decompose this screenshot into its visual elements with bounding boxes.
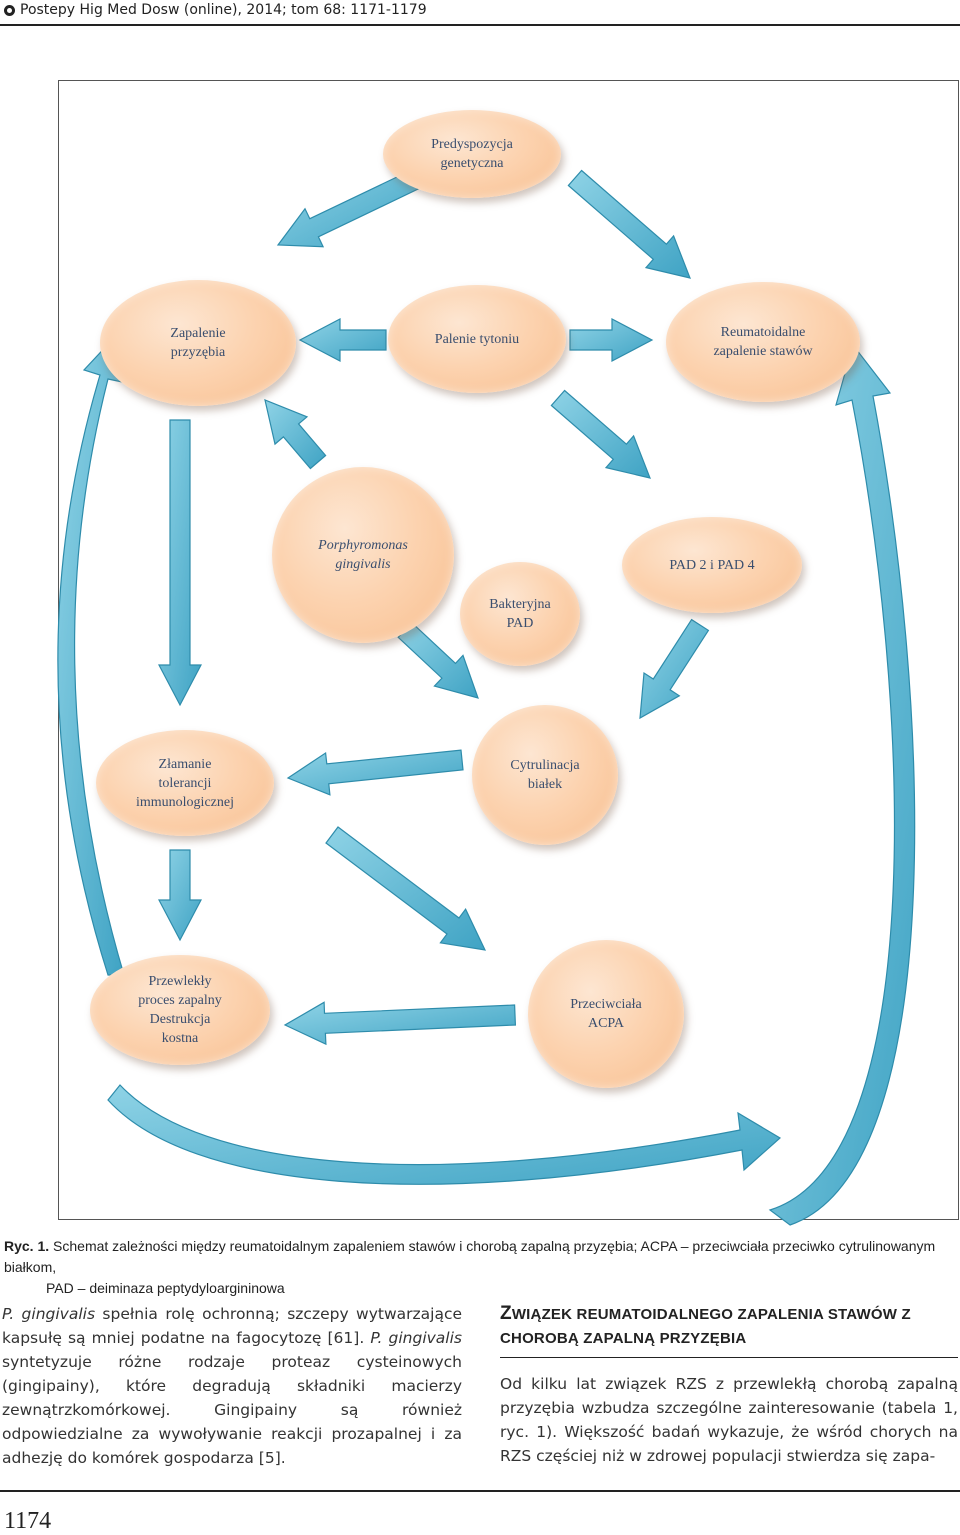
- node-zlamanie-tolerancji: Złamanie tolerancji immunologicznej: [96, 730, 274, 836]
- node-palenie-tytoniu: Palenie tytoniu: [388, 285, 566, 393]
- node-pad-2-i-pad-4: PAD 2 i PAD 4: [622, 517, 802, 613]
- node-bakteryjna-pad: Bakteryjna PAD: [460, 562, 580, 666]
- caption-line-2: PAD – deiminaza peptydyloargininowa: [46, 1280, 285, 1296]
- node-przewlekly-proces-zapalny: Przewlekły proces zapalny Destrukcja kos…: [90, 955, 270, 1065]
- caption-line-1: Schemat zależności między reumatoidalnym…: [4, 1238, 936, 1275]
- journal-logo-icon: [4, 4, 15, 16]
- node-reumatoidalne-zapalenie-stawow: Reumatoidalne zapalenie stawów: [666, 282, 860, 402]
- header-divider: [0, 24, 960, 26]
- left-text-1: spełnia rolę ochronną; szczepy wytwarzaj…: [2, 1305, 463, 1347]
- species-name-2: P. gingivalis: [370, 1329, 462, 1347]
- node-zapalenie-przyzebia: Zapalenie przyzębia: [100, 280, 296, 406]
- node-predyspozycja-genetyczna: Predyspozycja genetyczna: [383, 110, 561, 198]
- running-head: Postepy Hig Med Dosw (online), 2014; tom…: [4, 2, 427, 18]
- running-head-text: Postepy Hig Med Dosw (online), 2014; tom…: [20, 2, 427, 18]
- right-column: ZWIĄZEK REUMATOIDALNEGO ZAPALENIA STAWÓW…: [500, 1302, 958, 1468]
- right-column-paragraph: Od kilku lat związek RZS z przewlekłą ch…: [500, 1375, 958, 1465]
- left-text-2: syntetyzuje różne rodzaje proteaz cystei…: [2, 1353, 462, 1467]
- heading-initial: Z: [500, 1303, 512, 1324]
- section-heading: ZWIĄZEK REUMATOIDALNEGO ZAPALENIA STAWÓW…: [500, 1302, 958, 1358]
- left-column-paragraph: P. gingivalis spełnia rolę ochronną; szc…: [2, 1302, 462, 1470]
- figure-caption: Ryc. 1. Schemat zależności między reumat…: [4, 1236, 954, 1299]
- node-przeciwciala-acpa: Przeciwciała ACPA: [528, 940, 684, 1088]
- node-cytrulinacja-bialek: Cytrulinacja białek: [472, 705, 618, 845]
- node-porphyromonas-gingivalis: Porphyromonas gingivalis: [272, 467, 454, 643]
- heading-rest: WIĄZEK REUMATOIDALNEGO ZAPALENIA STAWÓW …: [500, 1306, 911, 1347]
- page-number: 1174: [4, 1508, 52, 1534]
- species-name-1: P. gingivalis: [2, 1305, 96, 1323]
- footer-divider: [0, 1490, 960, 1492]
- figure-label: Ryc. 1.: [4, 1238, 50, 1254]
